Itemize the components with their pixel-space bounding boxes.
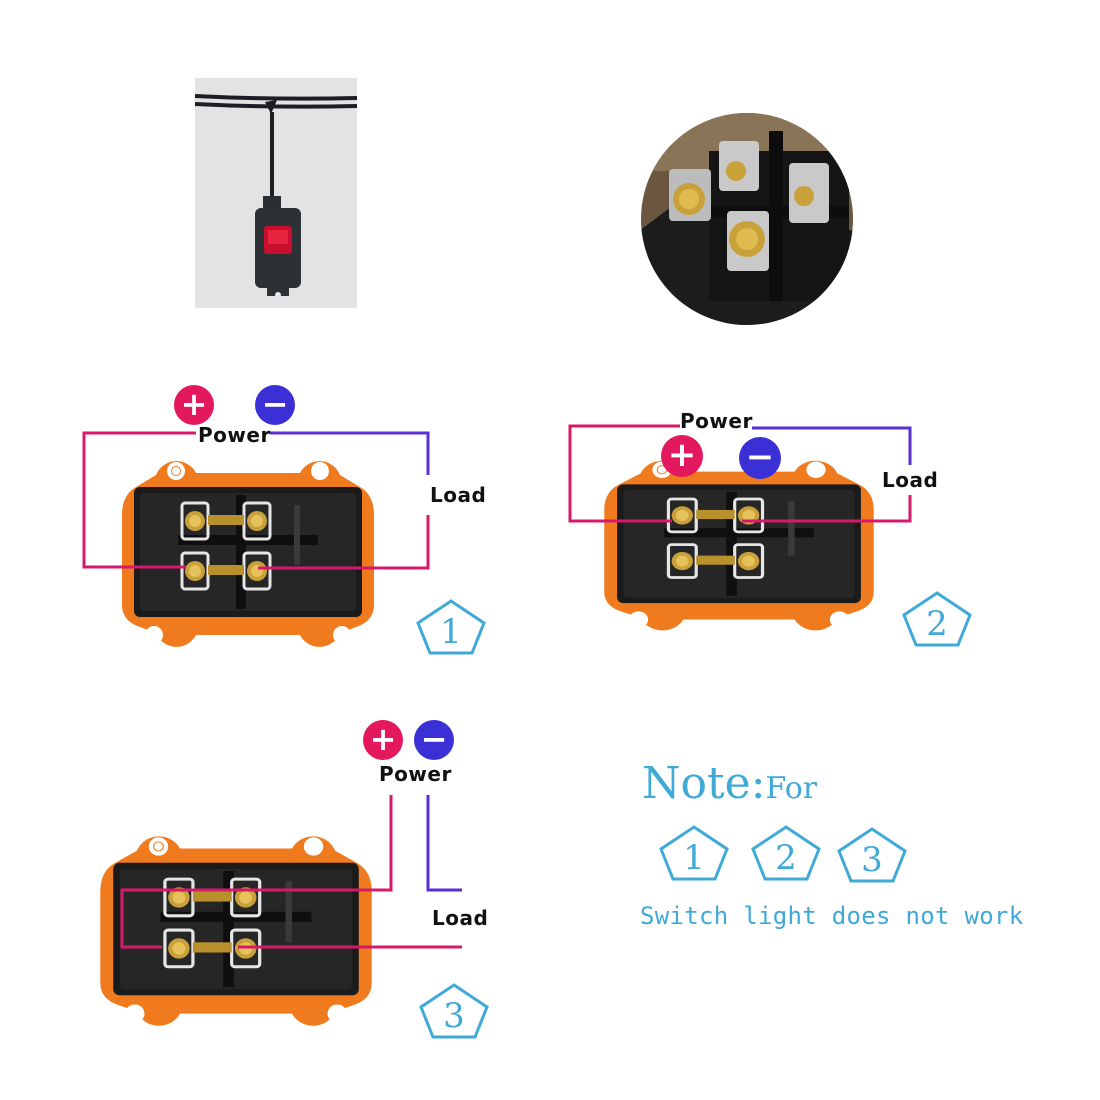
diagram-number: 3 bbox=[443, 996, 465, 1036]
note-number-3-badge: 3 bbox=[837, 827, 907, 883]
plus-icon: + bbox=[363, 720, 403, 760]
note-title-main: Note: bbox=[642, 758, 766, 809]
diagram-number: 1 bbox=[440, 612, 462, 652]
note-title-suffix: For bbox=[765, 771, 818, 806]
note-number-2-badge: 2 bbox=[751, 825, 821, 881]
cord-switch-photo bbox=[195, 78, 357, 308]
junction-box-3 bbox=[100, 836, 372, 1026]
terminal-closeup-photo bbox=[641, 113, 853, 325]
diagram-number: 2 bbox=[926, 604, 948, 644]
note-number: 1 bbox=[683, 838, 705, 878]
note-title: Note:For bbox=[642, 758, 817, 809]
power-label: Power bbox=[680, 409, 753, 433]
plus-icon: + bbox=[661, 435, 703, 477]
junction-box-housing bbox=[100, 836, 372, 1026]
power-label: Power bbox=[198, 423, 271, 447]
load-label: Load bbox=[882, 468, 939, 492]
junction-box-2 bbox=[604, 460, 874, 631]
note-text: Switch light does not work bbox=[640, 902, 1024, 930]
note-number: 3 bbox=[861, 840, 883, 880]
diagram-number-3-badge: 3 bbox=[419, 983, 489, 1039]
diagram-number-2-badge: 2 bbox=[902, 591, 972, 647]
power-label: Power bbox=[379, 762, 452, 786]
note-number: 2 bbox=[775, 838, 797, 878]
minus-icon: − bbox=[255, 385, 295, 425]
junction-box-housing bbox=[122, 461, 374, 647]
diagram-number-1-badge: 1 bbox=[416, 599, 486, 655]
junction-box-housing bbox=[604, 460, 874, 631]
minus-icon: − bbox=[414, 720, 454, 760]
load-label: Load bbox=[430, 483, 487, 507]
negative-wire bbox=[426, 795, 462, 892]
minus-icon: − bbox=[739, 437, 781, 479]
note-number-1-badge: 1 bbox=[659, 825, 729, 881]
load-label: Load bbox=[432, 906, 489, 930]
plus-icon: + bbox=[174, 385, 214, 425]
junction-box-1 bbox=[122, 461, 374, 647]
